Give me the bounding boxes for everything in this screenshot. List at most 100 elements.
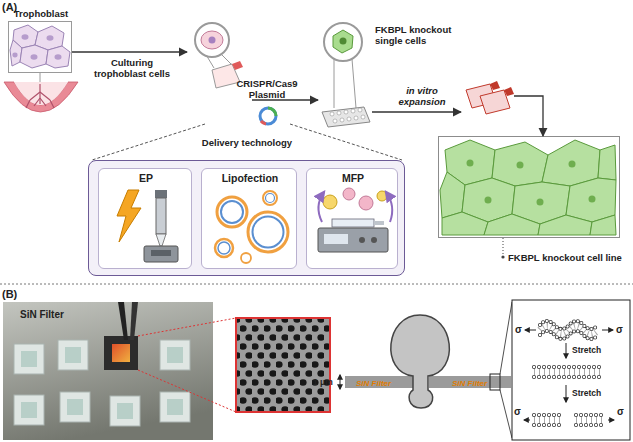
node-text: EP [99,173,193,184]
filter-photo-part-part [67,399,83,415]
trophoblast-cells-part [46,46,70,68]
cell-on-filter-part [429,376,511,388]
membrane-inset-part-part [534,369,604,376]
filter-photo-part-part [21,351,37,367]
method-box: Lipofection [201,168,297,269]
microfluidic-pump-icon-part [332,219,374,227]
lipofection-icon-part [215,239,233,257]
green-knockout-cells-part-part [589,196,596,203]
flow-arrow [372,96,543,136]
lipofection-icon-part [218,242,230,254]
stress-symbol: σ [515,324,522,335]
dotted-leader-part [503,238,504,256]
filter-photo-part-part [58,340,88,370]
green-knockout-cells-part [440,172,465,218]
lipofection-icon-part [217,197,247,227]
filter-photo-part-part [14,344,44,374]
cell-on-filter-part [345,376,413,388]
membrane-inset-part-part [540,331,598,339]
well-plate-icon-part-part [340,118,344,122]
method-box: MFP [306,168,398,269]
well-plate-icon-part-part [344,110,348,114]
filter-photo-part [118,302,128,340]
expansion-flasks [466,81,514,114]
trophoblast-cells-part [12,34,61,60]
plasmid-icon-part [261,121,266,124]
arrow-label: in vitro expansion [386,85,458,107]
stretch-label: Stretch [572,345,601,356]
cell-on-filter-part [490,374,500,390]
placenta-illustration-part [4,82,78,112]
green-knockout-cells-part [566,178,616,222]
membrane-inset-part-part [566,385,567,402]
node-text: Delivery technology [185,137,309,148]
culture-flask-icon-part [201,31,223,49]
filter-photo-part-part [167,347,183,363]
electroporation-icon-part [151,250,171,256]
cell-on-filter-part [340,375,341,389]
sem-image [236,318,330,412]
delivery-dashed-lines-part [290,124,402,160]
stress-symbol: σ [514,406,521,417]
knockout-cell-line-box: FKBPL knockout cell line [438,136,620,238]
green-knockout-cells-part [538,215,592,235]
panel-letter: (A) [2,2,17,13]
well-plate-icon-part-part [347,117,351,121]
filter-photo-part [104,336,138,370]
plasmid-icon [260,108,276,124]
culture-flask-icon-part [209,37,216,44]
filter-photo-part-part [21,402,37,418]
cell-on-filter-part [391,315,450,408]
trophoblast-box: Trophoblast [8,21,72,73]
filter-photo-part-part [14,395,44,425]
well-plate-icon-part [340,38,347,45]
electroporation-icon [117,190,178,262]
filter-label: SiN Filter [356,378,391,389]
membrane-inset-part-part [534,414,604,416]
panel-separator [0,284,633,285]
filter-photo-part [112,344,130,362]
node-text: Lipofection [202,173,298,184]
green-knockout-cells [440,140,616,235]
panel-letter: (B) [2,289,17,300]
zoom-lines-part [138,318,236,336]
membrane-inset-part-part [540,321,598,329]
green-knockout-cells-part-part [569,161,576,168]
trophoblast-cells-part-part [31,54,38,60]
dimension-label: 1 μm [313,377,333,388]
microfluidic-pump-icon-part [374,221,384,225]
well-plate-icon-part [352,59,356,108]
filter-photo-part [130,302,138,340]
filter-photo-part-part [160,340,190,370]
green-knockout-cells-part [492,142,548,186]
membrane-inset-part-part [534,417,604,424]
node-text: FKBPL knockout cell line [508,252,633,263]
placenta-illustration-part-part [39,84,40,104]
membrane-inset-part-part [602,330,613,331]
green-knockout-cells-part [484,214,540,235]
delivery-technology-box: Delivery technologyEPLipofectionMFP [88,160,405,276]
trophoblast-cells-part-part [22,34,29,40]
membrane-inset-part-part [525,330,536,331]
membrane-inset-part-part [534,376,604,378]
cell-on-filter-part [500,390,512,438]
dotted-leader [501,238,504,259]
membrane-inset-part-part [524,420,530,421]
lipofection-icon-part [221,201,243,223]
well-plate-icon-part-part [354,116,358,120]
expansion-flasks-part [480,90,510,114]
lipofection-icon [215,191,288,263]
zoom-lines-part [138,370,236,412]
well-plate-icon-part [322,107,370,127]
well-plate-icon-part [333,30,353,53]
plasmid-label: CRISPR/Cas9 Plasmid [230,78,304,100]
well-plate-icon-part [334,59,335,108]
filter-photo-part [3,302,213,440]
arrow-line [372,111,461,112]
delivery-dashed-lines [92,124,402,160]
membrane-inset-part [534,321,604,425]
delivery-dashed-lines-part [92,124,205,160]
microfluidic-pump-icon-part [386,192,392,222]
